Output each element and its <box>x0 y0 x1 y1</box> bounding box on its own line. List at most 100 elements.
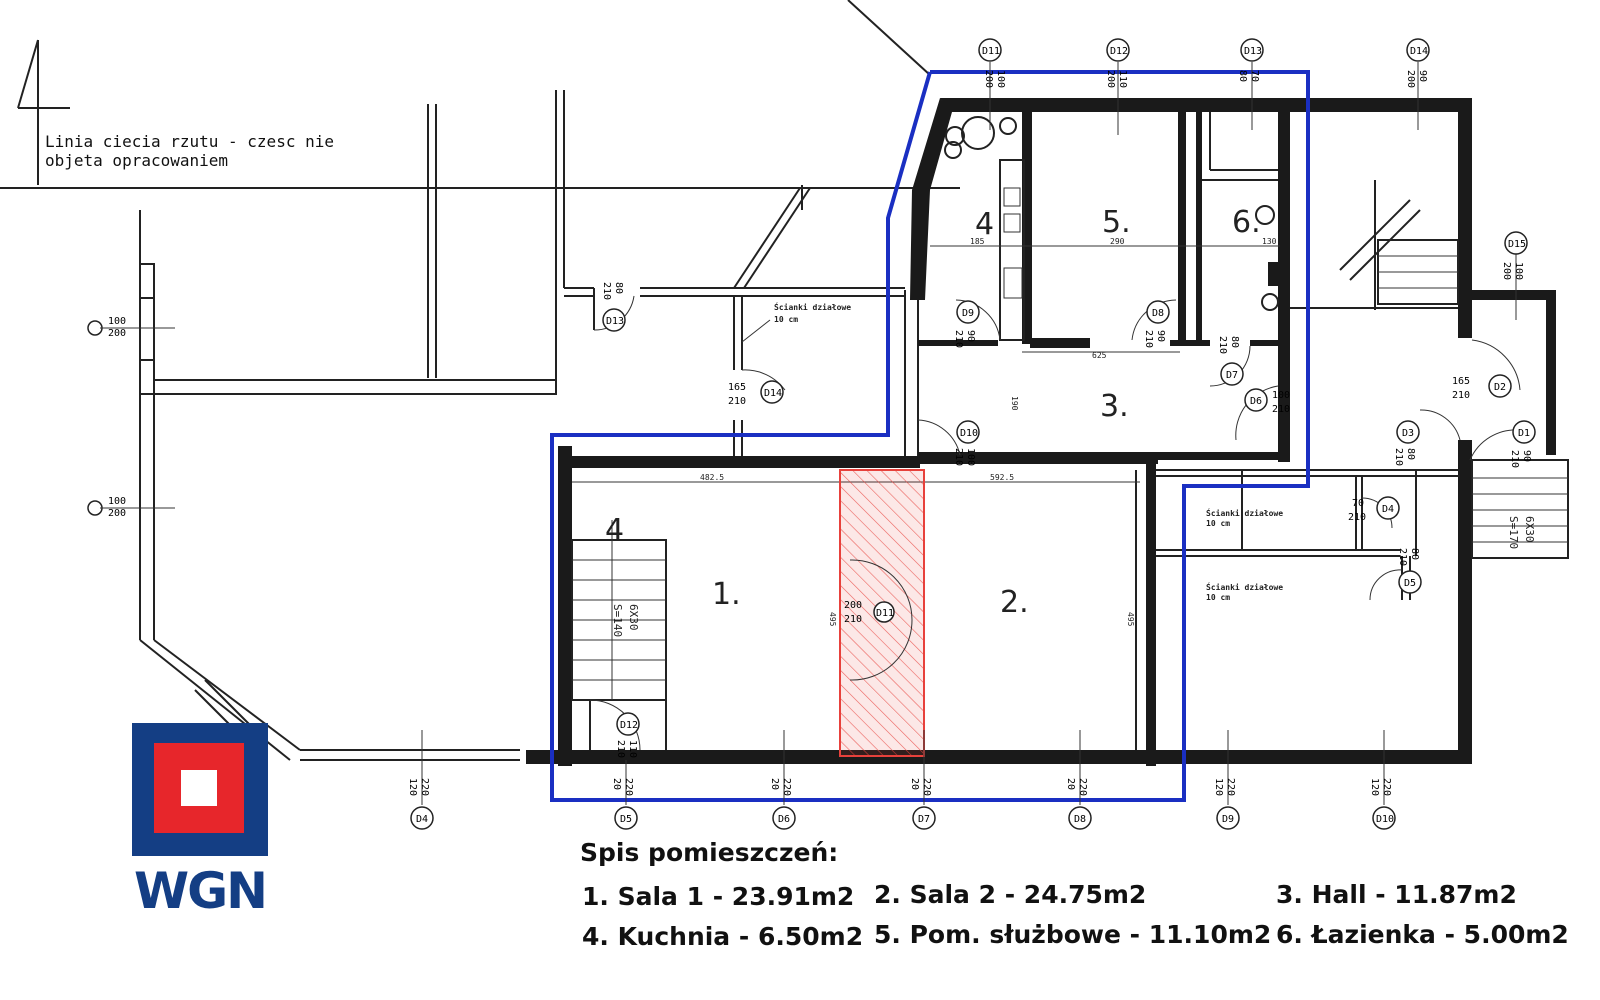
note-line-2: objeta opracowaniem <box>45 151 229 170</box>
legend-item-1: 1. Sala 1 - 23.91m2 <box>582 882 855 911</box>
svg-text:D9: D9 <box>962 308 974 319</box>
svg-text:D6: D6 <box>1250 396 1262 407</box>
legend-item-5: 5. Pom. służbowe - 11.10m2 <box>874 920 1272 949</box>
svg-text:20: 20 <box>611 778 622 790</box>
svg-text:D6: D6 <box>778 814 790 825</box>
legend-item-4: 4. Kuchnia - 6.50m2 <box>582 922 864 951</box>
svg-text:D12: D12 <box>1110 46 1128 57</box>
wgn-logo <box>132 723 268 856</box>
svg-text:70: 70 <box>1352 498 1364 509</box>
partition-label-2b: 10 cm <box>1206 519 1230 528</box>
svg-text:100: 100 <box>1513 262 1524 280</box>
svg-text:D7: D7 <box>1226 370 1238 381</box>
svg-text:D11: D11 <box>876 608 894 619</box>
svg-text:80: 80 <box>1237 70 1248 82</box>
svg-text:220: 220 <box>419 778 430 796</box>
legend-item-3: 3. Hall - 11.87m2 <box>1276 880 1517 909</box>
svg-text:D2: D2 <box>1494 382 1506 393</box>
svg-text:D10: D10 <box>1376 814 1394 825</box>
room-2-number: 2. <box>1000 585 1029 620</box>
tag-D7: D7 210 80 <box>1217 336 1244 386</box>
tag-D7-bottom: D7 20 220 <box>909 730 936 830</box>
partition-label-1b: 10 cm <box>774 315 798 324</box>
tag-D6-bottom: D6 20 220 <box>769 730 796 830</box>
svg-text:70: 70 <box>1249 70 1260 82</box>
svg-text:D4: D4 <box>1382 504 1394 515</box>
partition-label-3: Ścianki działowe <box>1206 581 1283 592</box>
svg-text:110: 110 <box>1117 70 1128 88</box>
svg-text:D13: D13 <box>606 316 624 327</box>
tag-D5: D5 210 80 <box>1397 548 1422 594</box>
tag-left-size-2: 100 200 <box>87 496 175 519</box>
svg-text:210: 210 <box>615 740 626 758</box>
tag-D10: D10 210 100 <box>953 420 980 466</box>
tag-D8-bottom: D8 20 220 <box>1065 730 1092 830</box>
svg-text:120: 120 <box>1369 778 1380 796</box>
dim-290: 290 <box>1110 237 1125 246</box>
room-6-number: 6. <box>1232 205 1261 240</box>
tag-D1: D1 210 90 <box>1509 420 1536 468</box>
svg-text:200: 200 <box>1405 70 1416 88</box>
legend-item-2: 2. Sala 2 - 24.75m2 <box>874 880 1147 909</box>
svg-text:200: 200 <box>1105 70 1116 88</box>
tag-left-size-1: 100 200 <box>87 316 175 339</box>
svg-text:210: 210 <box>1397 548 1408 566</box>
tag-D13: D13 210 80 <box>601 282 626 332</box>
svg-text:D7: D7 <box>918 814 930 825</box>
svg-text:210: 210 <box>1143 330 1154 348</box>
svg-text:200: 200 <box>108 328 126 339</box>
svg-text:D13: D13 <box>1244 46 1262 57</box>
stairs-right-label: 6X30 <box>1523 516 1536 543</box>
svg-text:D4: D4 <box>416 814 428 825</box>
svg-text:220: 220 <box>1381 778 1392 796</box>
stairs-left-label: 6X30 <box>627 604 640 631</box>
room-4-number: 4 <box>975 207 994 242</box>
dim-625: 625 <box>1092 351 1107 360</box>
svg-text:210: 210 <box>1393 448 1404 466</box>
dim-495a: 495 <box>828 612 837 627</box>
tag-D10-bottom: D10 120 220 <box>1369 730 1396 830</box>
room-1-number: 1. <box>712 577 741 612</box>
building-walls <box>526 98 1569 766</box>
stairs-right-label-b: S=170 <box>1507 516 1520 549</box>
svg-text:20: 20 <box>1065 778 1076 790</box>
svg-text:220: 220 <box>623 778 634 796</box>
tag-D4: D4 70 210 <box>1348 496 1400 523</box>
svg-text:80: 80 <box>1229 336 1240 348</box>
svg-text:210: 210 <box>1509 450 1520 468</box>
svg-text:100: 100 <box>995 70 1006 88</box>
svg-text:90: 90 <box>965 330 976 342</box>
svg-text:100: 100 <box>108 316 126 327</box>
tag-D8: D8 210 90 <box>1143 300 1170 348</box>
svg-text:80: 80 <box>1405 448 1416 460</box>
tag-D9: D9 210 90 <box>953 300 980 348</box>
svg-text:80: 80 <box>613 282 624 294</box>
dim-482: 482.5 <box>700 473 724 482</box>
svg-text:D9: D9 <box>1222 814 1234 825</box>
tag-D4-bottom: D4 120 220 <box>407 730 434 830</box>
tag-D12: D12 210 110 <box>615 712 640 758</box>
svg-text:D1: D1 <box>1518 428 1530 439</box>
svg-text:D11: D11 <box>982 46 1000 57</box>
door-tag-group: D11 200 100 D12 200 110 D13 80 70 D14 20… <box>87 38 1536 830</box>
svg-text:90: 90 <box>1417 70 1428 82</box>
dim-592: 592.5 <box>990 473 1014 482</box>
room-legend: Spis pomieszczeń: <box>580 838 1580 875</box>
apartment-outline <box>550 70 1310 802</box>
tag-D5-bottom: D5 20 220 <box>611 760 638 830</box>
svg-text:200: 200 <box>844 600 862 611</box>
svg-text:100: 100 <box>965 448 976 466</box>
left-walls <box>139 90 905 761</box>
svg-text:D8: D8 <box>1074 814 1086 825</box>
dim-190: 190 <box>1010 396 1019 411</box>
svg-text:210: 210 <box>728 396 746 407</box>
stairs-left-label-b: S=140 <box>611 604 624 637</box>
partition-label-1: Ścianki działowe <box>774 301 851 312</box>
legend-item-6: 6. Łazienka - 5.00m2 <box>1276 920 1569 949</box>
svg-text:80: 80 <box>1409 548 1420 560</box>
svg-text:210: 210 <box>1348 512 1366 523</box>
svg-text:210: 210 <box>601 282 612 300</box>
tag-D12-top: D12 200 110 <box>1105 38 1130 135</box>
tag-D14-top: D14 200 90 <box>1405 38 1430 130</box>
svg-text:110: 110 <box>627 740 638 758</box>
